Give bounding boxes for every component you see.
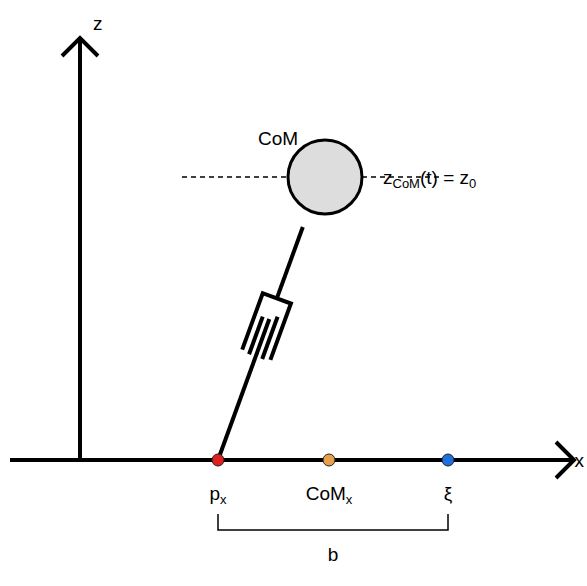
dimension-label: b — [328, 545, 339, 564]
height-equation: zCoM(t) = z0 — [383, 168, 476, 187]
capture-point — [442, 454, 454, 466]
com-projection — [323, 454, 335, 466]
axis-label: z — [93, 14, 103, 33]
mass-circle — [285, 137, 365, 217]
x-axis — [10, 458, 572, 462]
point-label: px — [209, 484, 226, 503]
axis-label: x — [575, 451, 585, 470]
distance-bracket — [218, 514, 448, 530]
point-label: ξ — [444, 484, 453, 503]
x-arrowhead — [556, 442, 574, 478]
z-axis — [78, 40, 82, 462]
foot-point — [212, 454, 224, 466]
point-label: CoMx — [306, 484, 353, 503]
z-arrowhead — [62, 38, 98, 56]
mass-heading: CoM — [258, 129, 298, 148]
leg-damper — [204, 222, 317, 465]
com-mass: CoM — [285, 137, 365, 217]
